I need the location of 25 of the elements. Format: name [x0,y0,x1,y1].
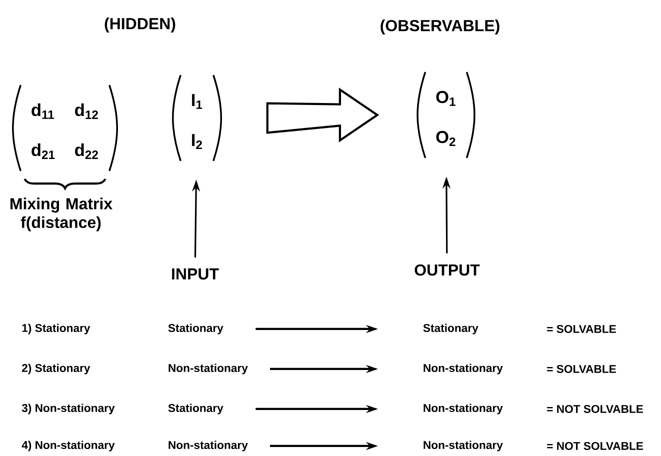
heading: (HIDDEN) [104,18,176,32]
column-vector: I$_{1}$ I$_{2}$ [172,74,222,162]
state-text: Stationary [168,404,224,414]
case-label: 1) Stationary [22,324,90,334]
heading: (OBSERVABLE) [380,20,500,34]
result-label: = SOLVABLE [547,325,616,333]
case-label: 4) Non-stationary [22,440,115,452]
result-label: = SOLVABLE [547,365,616,373]
block-arrow [266,88,380,142]
result-label: = NOT SOLVABLE [547,405,644,413]
state-text: Stationary [423,324,478,334]
matrix-label: Mixing Matrix f(distance) [10,198,112,232]
state-text: Non-stationary [424,364,503,374]
matrix: d$_{11}$ d$_{12}$ d$_{21}$ d$_{22}$ [12,84,118,172]
state-text: Stationary [168,324,224,334]
case-label: 3) Non-stationary [22,404,115,414]
state-text: Non-stationary [424,404,503,414]
result-label: = NOT SOLVABLE [547,442,644,450]
axis-caption: OUTPUT [414,264,480,276]
state-text: Non-stationary [168,364,248,374]
state-text: Non-stationary [424,440,503,452]
axis-caption: INPUT [172,268,219,280]
state-text: Non-stationary [168,440,248,452]
case-label: 2) Stationary [22,364,90,374]
column-vector: O$_{1}$ O$_{2}$ [416,72,476,158]
